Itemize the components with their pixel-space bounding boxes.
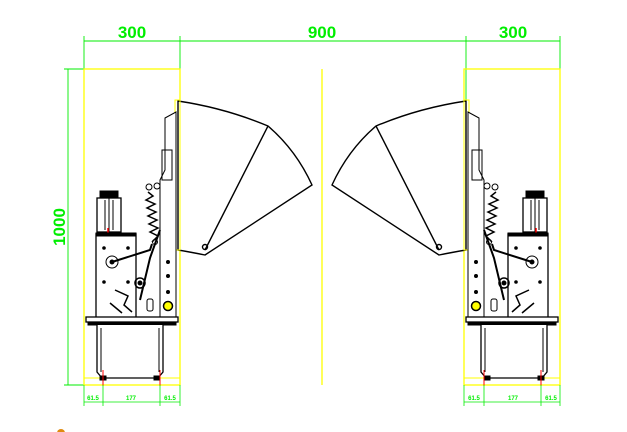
marker-icon [57, 429, 65, 432]
dim-passage-width: 900 [308, 23, 336, 42]
left-turnstile-unit [83, 68, 313, 407]
dim-right-width: 300 [499, 23, 527, 42]
right-turnstile-unit [331, 68, 561, 407]
dim-left-bottom-1: 61.5 [87, 396, 99, 402]
dim-height: 1000 [50, 208, 69, 246]
dim-left-bottom-2: 177 [126, 396, 137, 402]
dim-right-bottom-1: 61.5 [468, 396, 480, 402]
top-dimension-lines [64, 36, 561, 386]
dim-left-bottom-3: 61.5 [164, 396, 176, 402]
dim-left-width: 300 [118, 23, 146, 42]
dim-right-bottom-2: 177 [508, 396, 519, 402]
dim-right-bottom-3: 61.5 [545, 396, 557, 402]
